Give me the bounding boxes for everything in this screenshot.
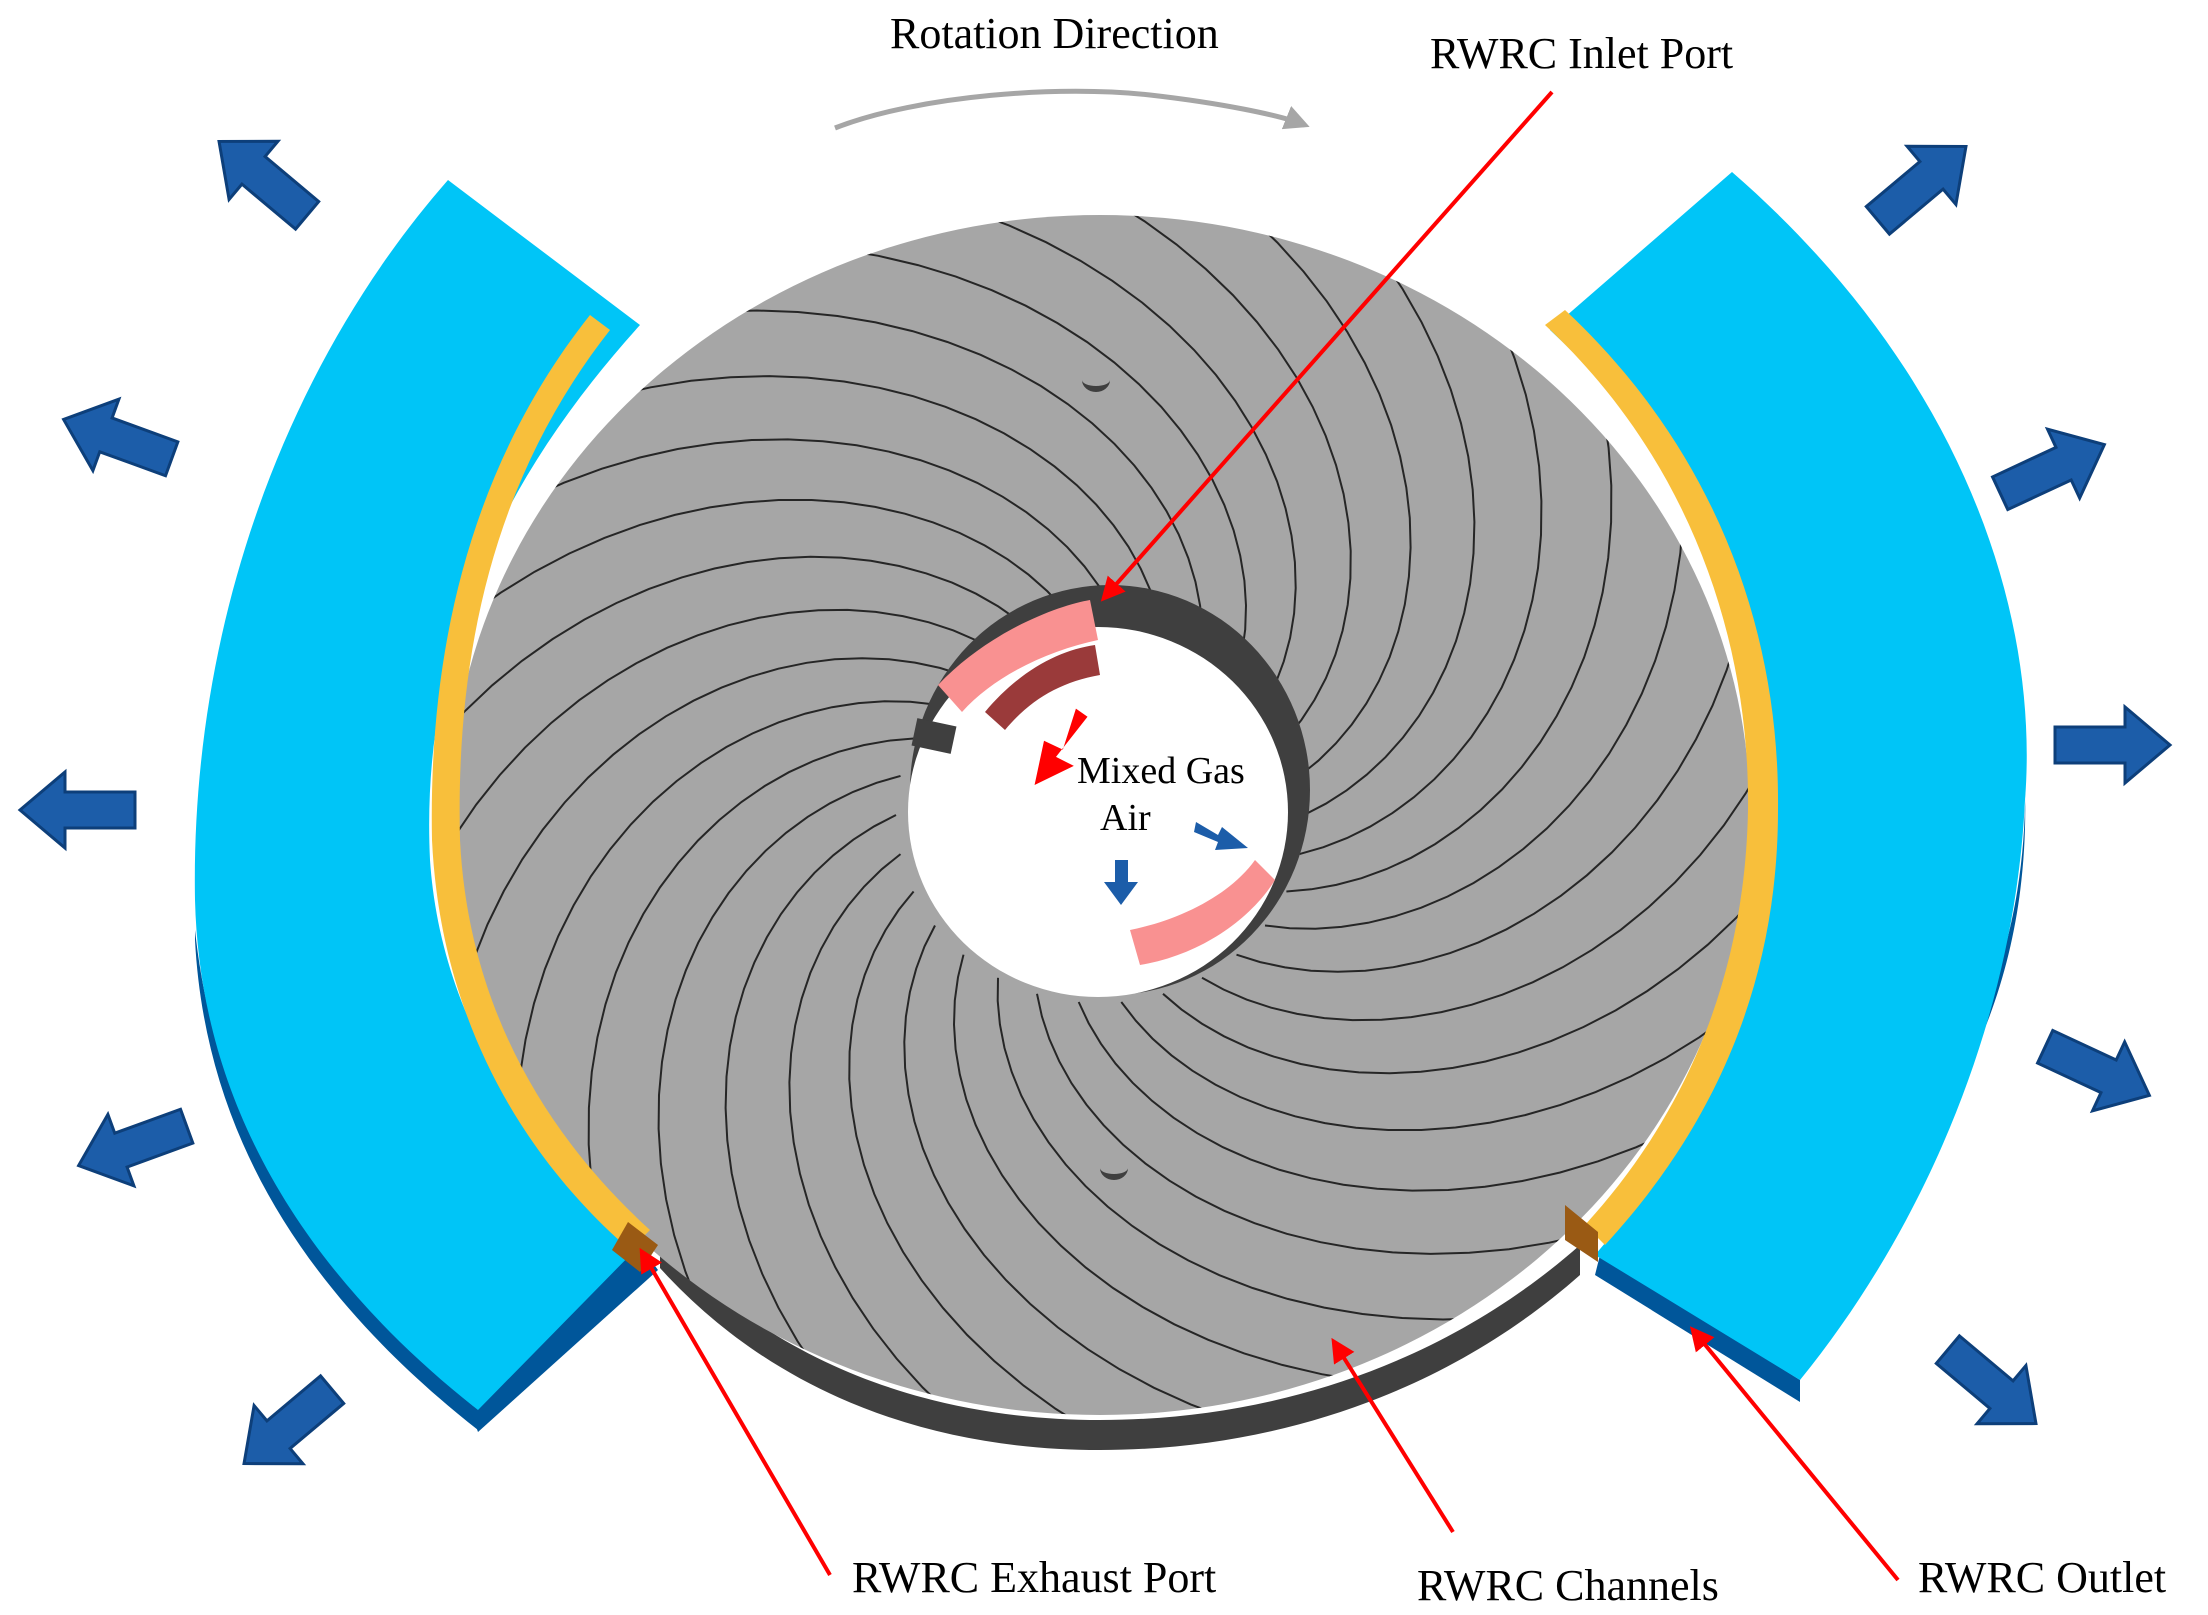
rwrc-channel-line [585,309,1204,653]
mixed-gas-arrow-icon [1034,708,1088,786]
air-label: Air [1100,797,1151,839]
right-outlet-face [1550,172,2027,1380]
rwrc-channel-line [1286,292,1613,893]
rwrc-channel-line [842,215,1297,705]
rwrc-channel-line [1295,215,1476,816]
dimple-top [1082,380,1110,392]
central-hub [908,585,1310,997]
left-exhaust-ring [431,315,650,1250]
rwrc-channel-line [1299,215,1543,856]
rwrc-channel-line [1120,926,1750,1131]
flow-arrow-icon [2035,1028,2152,1114]
rwrc-channel-line [450,438,1123,629]
left-outlet-side-2 [470,1245,658,1432]
mixed-gas-label: Mixed Gas [1077,750,1245,792]
rwrc-channel-line [848,890,1209,1415]
flow-arrow-icon [242,1373,346,1466]
air-arrow-icon-1 [1104,860,1138,905]
flow-arrow-icon [2053,703,2173,787]
right-exhaust-ring [1545,310,1779,1245]
left-outlet-segment [194,180,658,1432]
rwrc-channel-line [1162,785,1750,1075]
rwrc-channel-line [952,954,1495,1389]
outlet-callout-arrow-icon [1689,1326,1900,1582]
inlet-callout-arrow-icon [1100,90,1554,602]
rwrc-channel-line [1201,645,1750,1022]
upper-inlet-port-inner [985,645,1100,730]
rwrc-channel-line [1036,993,1713,1255]
rwrc-channel-line [788,853,1056,1415]
flow-arrows [17,139,2173,1466]
rotation-arrow-icon [834,88,1310,131]
rwrc-channel-line [1236,513,1750,973]
flow-arrow-icon [61,396,180,478]
lower-inlet-port [1130,860,1275,965]
upper-inlet-port [938,600,1098,712]
callouts [639,90,1900,1582]
flow-arrow-icon [1934,1333,2038,1426]
rwrc-channel-line [996,977,1615,1321]
hub-notch [911,718,957,754]
inlet-port-label: RWRC Inlet Port [1430,29,1733,78]
outlet-label: RWRC Outlet [1918,1553,2166,1602]
left-outlet-face [194,180,640,1410]
right-exhaust-port [1565,1205,1598,1262]
rwrc-channel-line [450,499,1080,704]
rwrc-channel-line [657,774,901,1415]
rwrc-channel-line [724,814,905,1415]
air-arrow-icon-2 [1194,822,1248,850]
flow-arrow-icon [76,1107,195,1189]
channels-callout-arrow-icon [1331,1337,1455,1534]
rwrc-channel-line [1144,215,1412,777]
flow-arrow-icon [1864,144,1968,237]
rwrc-channel-line [487,375,1164,637]
flow-arrow-icon [17,768,137,852]
flow-arrow-icon [1990,426,2107,512]
dimple-bottom [1100,1168,1128,1180]
exhaust-callout-arrow-icon [639,1247,832,1577]
rwrc-channel-line [1264,393,1685,930]
rotation-direction-label: Rotation Direction [890,9,1219,58]
rwrc-channel-line [991,215,1352,740]
exhaust-port-label: RWRC Exhaust Port [852,1553,1216,1602]
rwrc-channel-line [1077,1001,1750,1192]
disk-side [660,1240,1580,1450]
channels-label: RWRC Channels [1417,1561,1719,1610]
flow-arrow-icon [217,139,321,232]
rwrc-channel-line [903,925,1358,1415]
rwrc-channel-line [705,241,1248,676]
